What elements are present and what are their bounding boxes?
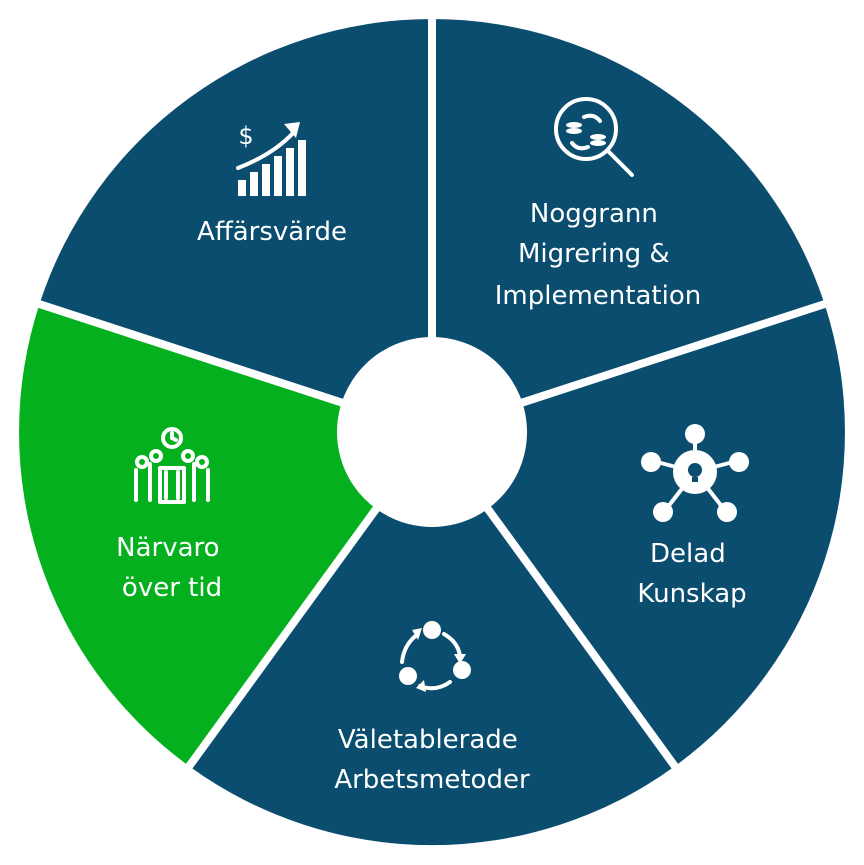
segment-kunskap[interactable]: Delad Kunskap [432, 304, 845, 767]
center-hub [337, 337, 527, 527]
segment-arbetsmetoder[interactable]: Väletablerade Arbetsmetoder [189, 432, 675, 846]
segment-affarsvarde-shape [39, 19, 433, 432]
segment-arbetsmetoder-label: Väletablerade Arbetsmetoder [334, 725, 530, 795]
segment-kunskap-label-line-2: Kunskap [637, 579, 746, 609]
segment-migrering-label-line-1: Noggrann [530, 199, 658, 229]
segment-narvaro-label-line-2: över tid [122, 573, 222, 603]
segment-migrering-label-line-2: Migrering & [518, 239, 670, 269]
segment-arbetsmetoder-label-line-1: Väletablerade [338, 725, 518, 755]
segment-migrering-shape [432, 19, 825, 432]
segment-arbetsmetoder-label-line-2: Arbetsmetoder [334, 765, 530, 795]
segment-narvaro-shape [19, 304, 433, 767]
magnifier-coins-icon [554, 97, 634, 177]
segment-migrering-label: Noggrann Migrering & Implementation [495, 199, 701, 311]
segment-migrering-label-line-3: Implementation [495, 281, 701, 311]
network-head-bulb-icon [641, 424, 749, 522]
segment-affarsvarde-label-line-1: Affärsvärde [197, 217, 347, 247]
chart-growth-dollar-icon: $ [236, 122, 306, 196]
cycle-arrows-icon [399, 621, 471, 692]
segment-narvaro-label: Närvaro över tid [116, 533, 228, 603]
segment-kunskap-label-line-1: Delad [650, 539, 726, 569]
segment-affarsvarde[interactable]: $ Affärsvärde [39, 19, 433, 432]
segment-kunskap-shape [432, 304, 845, 767]
segment-kunskap-label: Delad Kunskap [637, 539, 746, 609]
svg-text:$: $ [238, 122, 253, 150]
segment-narvaro-label-line-1: Närvaro [116, 533, 219, 563]
segment-narvaro[interactable]: Närvaro över tid [19, 304, 433, 767]
people-clock-icon [134, 427, 210, 504]
segment-affarsvarde-label: Affärsvärde [197, 217, 347, 247]
segment-migrering[interactable]: Noggrann Migrering & Implementation [432, 19, 825, 432]
